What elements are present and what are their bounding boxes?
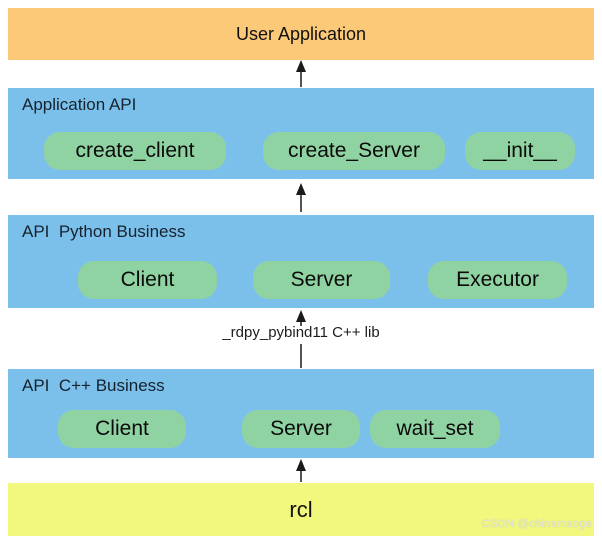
layer-api-cpp-business-title: API C++ Business [22,376,165,395]
watermark-text: CSDN @chinamaoge [481,518,592,530]
layer-application-api-title: Application API [22,95,137,114]
pill-create-server: create_Server [263,132,445,170]
pill-init: __init__ [465,132,575,170]
pill-create-client: create_client [44,132,226,170]
pill-python-server: Server [253,261,390,299]
layer-user-application-label: User Application [235,23,367,44]
pill-cpp-client: Client [58,410,186,448]
layer-application-api: Application API create_client create_Ser… [8,88,594,179]
pybind-connector-label: _rdpy_pybind11 C++ lib [222,324,380,341]
arrow-rcl-to-cpp-icon [296,459,306,482]
layer-api-cpp-business: API C++ Business Client Server wait_set [8,369,594,458]
layer-api-python-business-title: API Python Business [22,222,186,241]
pill-cpp-wait-set: wait_set [370,410,500,448]
pill-python-client: Client [78,261,217,299]
arrow-python-to-api-icon [296,183,306,212]
arrow-api-to-user-icon [296,60,306,87]
pill-python-executor: Executor [428,261,567,299]
layer-rcl: rcl [8,483,594,536]
pill-cpp-server: Server [242,410,360,448]
layer-rcl-label: rcl [289,496,313,522]
layer-api-python-business: API Python Business Client Server Execut… [8,215,594,308]
layer-user-application: User Application [8,8,594,60]
